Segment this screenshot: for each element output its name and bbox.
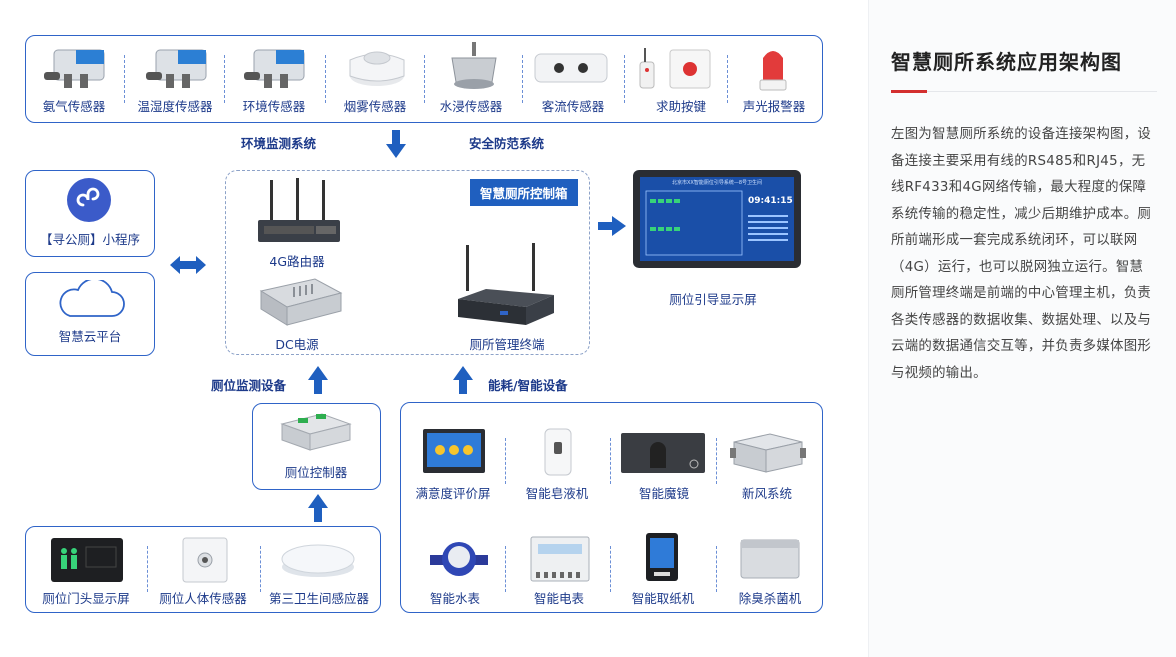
display-time: 09:41:15: [748, 196, 793, 206]
sensor-label: 氨气传感器: [42, 99, 106, 114]
sensor-label: 温湿度传感器: [137, 99, 213, 114]
smart-device-label: 新风系统: [741, 486, 793, 501]
soap-dispenser-icon: [544, 428, 572, 476]
paper-dispenser-icon: [646, 533, 678, 581]
double-arrow-icon: [170, 256, 206, 274]
sensor-label: 环境传感器: [242, 99, 306, 114]
architecture-diagram: 氨气传感器 温湿度传感器 环境传感器 烟雾传感器 水浸传感器 客流传感器 求助按…: [25, 35, 823, 613]
smart-mirror-icon: [621, 433, 705, 473]
alarm-light-icon: [759, 51, 787, 91]
env-heading: 环境监测系统: [241, 136, 317, 151]
terminal-icon: [458, 243, 554, 325]
stall-device-label: 第三卫生间感应器: [268, 591, 370, 606]
stall-controller-icon: [280, 413, 352, 451]
smart-device-label: 智能电表: [533, 591, 585, 606]
terminal-label: 厕所管理终端: [469, 337, 545, 352]
arrow-up-icon: [308, 366, 328, 394]
arrow-down-icon: [386, 130, 406, 158]
door-display-icon: [51, 538, 123, 582]
body-sensor-icon: [182, 537, 228, 583]
sensor-label: 客流传感器: [541, 99, 605, 114]
sensor-label: 烟雾传感器: [343, 99, 407, 114]
smart-device-label: 智能魔镜: [638, 486, 690, 501]
miniprogram-icon: [67, 178, 111, 222]
router-icon: [258, 178, 340, 242]
guidance-display-icon: [633, 170, 801, 268]
water-meter-icon: [430, 542, 488, 576]
smart-device-label: 除臭杀菌机: [738, 591, 802, 606]
power-supply-icon: [259, 278, 343, 326]
sensor-label: 声光报警器: [742, 99, 806, 114]
stall-device-label: 厕位人体传感器: [159, 591, 247, 606]
stall-monitor-heading: 厕位监测设备: [211, 378, 287, 393]
description-text: 左图为智慧厕所系统的设备连接架构图，设备连接主要采用有线的RS485和RJ45，…: [891, 127, 1152, 381]
arrow-up-icon: [308, 494, 328, 522]
sensor-label: 水浸传感器: [439, 99, 503, 114]
environment-sensor-icon: [244, 49, 305, 88]
smart-device-label: 智能水表: [429, 591, 481, 606]
water-sensor-icon: [451, 42, 497, 89]
help-button-icon: [639, 48, 711, 89]
smoke-sensor-icon: [349, 51, 405, 86]
arrow-right-icon: [598, 216, 626, 236]
arrow-up-icon: [453, 366, 473, 394]
rating-screen-icon: [423, 429, 485, 473]
security-heading: 安全防范系统: [469, 136, 545, 151]
title-divider: [891, 91, 1157, 92]
smart-device-label: 智能取纸机: [631, 591, 695, 606]
energy-heading: 能耗/智能设备: [488, 378, 568, 393]
miniprogram-label: 【寻公厕】小程序: [39, 232, 141, 247]
humidity-sensor-icon: [146, 49, 207, 88]
display-screen-title: 北京市XX智能厕位引导系统—8号卫生间: [671, 180, 763, 186]
cloud-icon: [59, 280, 125, 317]
cloud-box: [25, 272, 155, 356]
smart-device-label: 智能皂液机: [525, 486, 589, 501]
stall-controller-label: 厕位控制器: [284, 465, 348, 480]
page-title: 智慧厕所系统应用架构图: [891, 50, 1122, 74]
cloud-label: 智慧云平台: [58, 329, 122, 344]
ceiling-sensor-icon: [281, 544, 355, 577]
stall-device-label: 厕位门头显示屏: [42, 591, 130, 606]
deodorizer-icon: [740, 539, 800, 579]
display-label: 厕位引导显示屏: [669, 292, 757, 307]
power-label: DC电源: [275, 337, 319, 352]
ammonia-sensor-icon: [44, 49, 105, 88]
description-sidebar: 智慧厕所系统应用架构图 左图为智慧厕所系统的设备连接架构图，设备连接主要采用有线…: [868, 0, 1176, 657]
control-box-tag: 智慧厕所控制箱: [470, 179, 578, 206]
fresh-air-icon: [730, 433, 806, 473]
title-accent-bar: [891, 90, 927, 93]
electric-meter-icon: [530, 536, 590, 582]
smart-device-label: 满意度评价屏: [415, 486, 491, 501]
people-counter-icon: [534, 53, 608, 83]
router-label: 4G路由器: [269, 254, 325, 269]
sensor-label: 求助按键: [655, 99, 707, 114]
